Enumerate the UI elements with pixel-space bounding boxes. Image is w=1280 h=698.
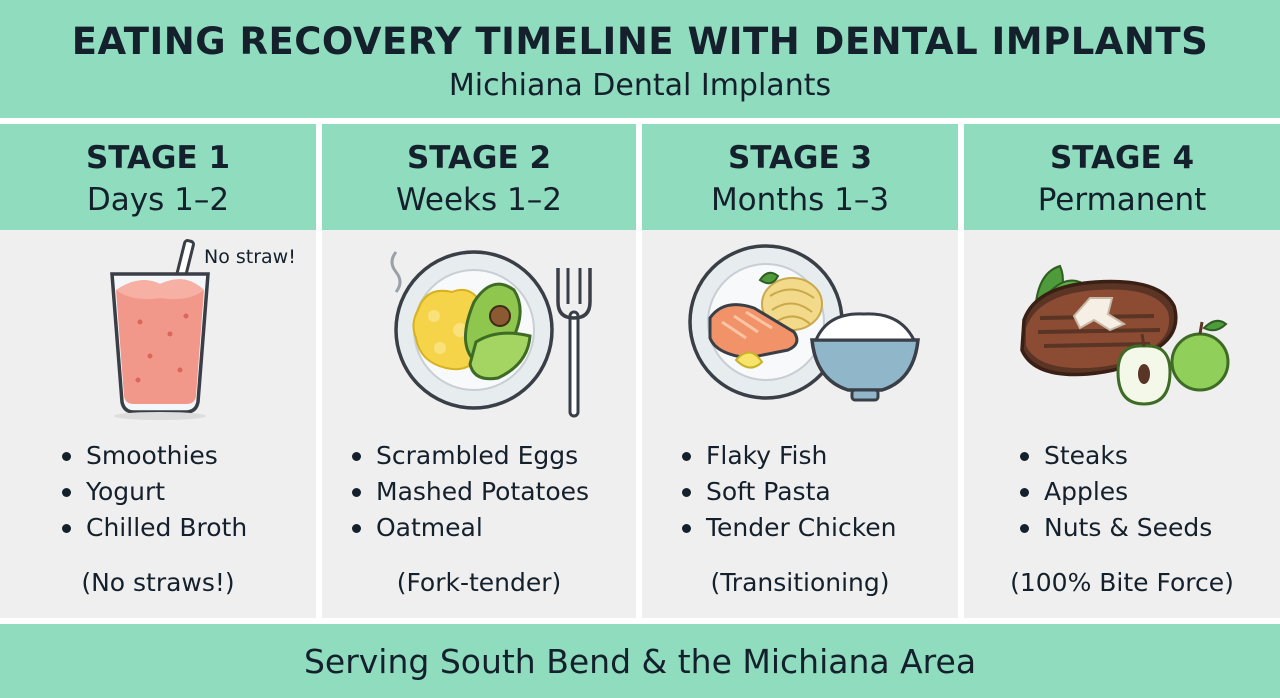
- bullet-icon: [682, 488, 691, 497]
- stage-4-label: STAGE 4: [1049, 140, 1195, 176]
- stage-2-label: STAGE 2: [406, 140, 552, 176]
- bullet-icon: [352, 452, 361, 461]
- list-item: Tender Chicken: [682, 510, 897, 546]
- list-item: Soft Pasta: [682, 474, 897, 510]
- food-item: Chilled Broth: [86, 513, 248, 542]
- food-item: Mashed Potatoes: [376, 477, 590, 506]
- food-item: Tender Chicken: [706, 513, 897, 542]
- page-title: EATING RECOVERY TIMELINE WITH DENTAL IMP…: [71, 20, 1209, 63]
- stage-2-column: STAGE 2 Weeks 1–2: [322, 124, 636, 618]
- stage-1-header: STAGE 1 Days 1–2: [0, 124, 316, 230]
- bullet-icon: [62, 452, 71, 461]
- food-item: Flaky Fish: [706, 441, 828, 470]
- bullet-icon: [1020, 488, 1029, 497]
- list-item: Flaky Fish: [682, 438, 897, 474]
- list-item: Mashed Potatoes: [352, 474, 589, 510]
- list-item: Steaks: [1020, 438, 1212, 474]
- list-item: Yogurt: [62, 474, 247, 510]
- stage-3-label: STAGE 3: [727, 140, 873, 176]
- footer-text: Serving South Bend & the Michiana Area: [303, 642, 977, 681]
- list-item: Oatmeal: [352, 510, 589, 546]
- stage-1-column: STAGE 1 Days 1–2 No straw!: [0, 124, 316, 618]
- bullet-icon: [62, 488, 71, 497]
- stage-3-period: Months 1–3: [710, 182, 890, 218]
- stage-1-note: (No straws!): [81, 568, 235, 597]
- bullet-icon: [62, 524, 71, 533]
- bullet-icon: [1020, 524, 1029, 533]
- stage-3-column: STAGE 3 Months 1–3: [642, 124, 958, 618]
- food-item: Scrambled Eggs: [376, 441, 579, 470]
- stage-2-note: (Fork-tender): [396, 568, 562, 597]
- stage-3-header: STAGE 3 Months 1–3: [642, 124, 958, 230]
- stage-4-header: STAGE 4 Permanent: [964, 124, 1280, 230]
- page-subtitle: Michiana Dental Implants: [448, 68, 832, 103]
- bullet-icon: [682, 524, 691, 533]
- food-item: Steaks: [1044, 441, 1128, 470]
- food-item: Smoothies: [86, 441, 218, 470]
- stage-2-header: STAGE 2 Weeks 1–2: [322, 124, 636, 230]
- list-item: Chilled Broth: [62, 510, 247, 546]
- stage-2-food-list: Scrambled Eggs Mashed Potatoes Oatmeal: [352, 438, 589, 546]
- stage-columns: STAGE 1 Days 1–2 No straw!: [0, 124, 1280, 618]
- list-item: Nuts & Seeds: [1020, 510, 1212, 546]
- bullet-icon: [352, 524, 361, 533]
- footer-banner: Serving South Bend & the Michiana Area: [0, 624, 1280, 698]
- food-item: Apples: [1044, 477, 1129, 506]
- list-item: Scrambled Eggs: [352, 438, 589, 474]
- stage-3-note: (Transitioning): [710, 568, 890, 597]
- stage-3-food-list: Flaky Fish Soft Pasta Tender Chicken: [682, 438, 897, 546]
- eggs-avocado-plate-icon: [322, 232, 636, 422]
- bullet-icon: [352, 488, 361, 497]
- smoothie-glass-icon: No straw!: [0, 232, 316, 422]
- food-item: Nuts & Seeds: [1044, 513, 1213, 542]
- stage-1-food-list: Smoothies Yogurt Chilled Broth: [62, 438, 247, 546]
- salmon-pasta-rice-icon: [642, 232, 958, 422]
- food-item: Yogurt: [86, 477, 166, 506]
- stage-1-period: Days 1–2: [86, 182, 230, 218]
- bullet-icon: [1020, 452, 1029, 461]
- bullet-icon: [682, 452, 691, 461]
- stage-2-period: Weeks 1–2: [396, 182, 562, 218]
- list-item: Smoothies: [62, 438, 247, 474]
- stage-4-food-list: Steaks Apples Nuts & Seeds: [1020, 438, 1212, 546]
- no-straw-callout: No straw!: [204, 246, 296, 268]
- food-item: Oatmeal: [376, 513, 483, 542]
- food-item: Soft Pasta: [706, 477, 831, 506]
- stage-4-column: STAGE 4 Permanent: [964, 124, 1280, 618]
- stage-4-note: (100% Bite Force): [1010, 568, 1234, 597]
- stage-1-label: STAGE 1: [85, 140, 231, 176]
- list-item: Apples: [1020, 474, 1212, 510]
- stage-4-period: Permanent: [1037, 182, 1207, 218]
- header-banner: EATING RECOVERY TIMELINE WITH DENTAL IMP…: [0, 0, 1280, 118]
- steak-apples-icon: [964, 232, 1280, 422]
